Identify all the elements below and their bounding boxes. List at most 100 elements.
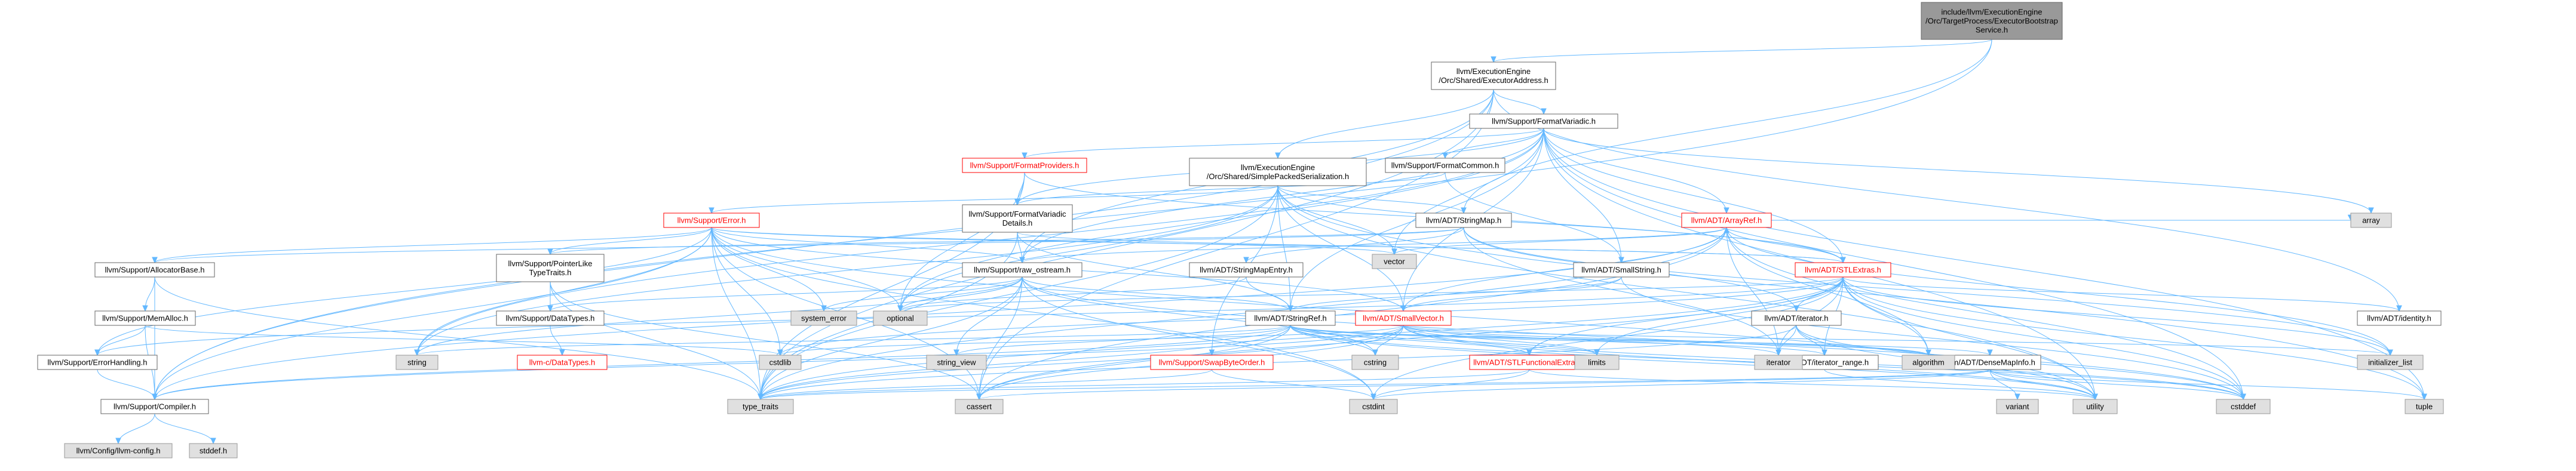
dependency-edge-ArrayRef-Compiler: [152, 227, 1727, 401]
node-label-line: vector: [1384, 257, 1405, 266]
node-box: [1372, 254, 1417, 269]
node-StringMapEntry[interactable]: llvm/ADT/StringMapEntry.h: [1189, 262, 1304, 278]
node-Error[interactable]: llvm/Support/Error.h: [663, 213, 760, 228]
node-label-line: llvm/ADT/StringRef.h: [1254, 314, 1326, 323]
node-MemAlloc[interactable]: llvm/Support/MemAlloc.h: [94, 310, 196, 326]
edge-line: [711, 227, 1374, 400]
node-FormatCommon[interactable]: llvm/Support/FormatCommon.h: [1385, 158, 1505, 173]
node-SmallString[interactable]: llvm/ADT/SmallString.h: [1573, 262, 1670, 278]
node-SwapByteOrder[interactable]: llvm/Support/SwapByteOrder.h: [1150, 355, 1274, 370]
node-label-line: llvm/ADT/SmallVector.h: [1363, 314, 1444, 323]
edge-arrowhead: [1724, 207, 1729, 214]
node-box: [1751, 310, 1842, 326]
dependency-edge-STLFunctionalExtras-utility: [1529, 369, 2098, 401]
edge-line: [1403, 325, 1779, 356]
node-identity[interactable]: llvm/ADT/identity.h: [2357, 310, 2442, 326]
node-StringRef[interactable]: llvm/ADT/StringRef.h: [1245, 310, 1336, 326]
node-STLExtras[interactable]: llvm/ADT/STLExtras.h: [1795, 262, 1891, 278]
dependency-edge-STLExtras-identity: [1842, 276, 2402, 312]
edge-arrowhead: [152, 257, 158, 264]
edge-arrowhead: [1019, 257, 1025, 264]
edge-line: [760, 89, 1494, 400]
node-box: [1189, 158, 1367, 186]
dependency-edge-ExecutorAddress-FormatVariadic: [1493, 89, 1547, 115]
dependency-edge-StringRef-string: [414, 325, 1291, 356]
edge-arrowhead: [1391, 248, 1397, 255]
node-raw_ostream[interactable]: llvm/Support/raw_ostream.h: [962, 262, 1082, 278]
dependency-edge-Error-PointerLikeTypeTraits: [547, 227, 712, 255]
node-STLFunctionalExtras[interactable]: llvm/ADT/STLFunctionalExtras.h: [1469, 355, 1590, 370]
dependency-edge-DenseMapInfo-type_traits: [758, 369, 1991, 401]
dependency-edge-root-ExecutorAddress: [1491, 39, 1992, 63]
node-limits: limits: [1574, 355, 1620, 370]
dependency-edge-StringRef-DenseMapInfo: [1290, 325, 1993, 356]
node-ErrorHandling[interactable]: llvm/Support/ErrorHandling.h: [37, 355, 158, 370]
node-box: [1902, 355, 1955, 370]
node-SimplePackedSerialization[interactable]: llvm/ExecutionEngine/Orc/Shared/SimplePa…: [1189, 158, 1367, 186]
edge-line: [1842, 276, 2425, 400]
edge-line: [711, 227, 1395, 255]
node-label-line: llvm/ExecutionEngine: [1456, 67, 1531, 76]
edge-line: [1726, 227, 2391, 356]
dependency-edge-Error-type_traits: [711, 227, 763, 401]
node-box: [1150, 355, 1274, 370]
edge-line: [1290, 276, 1622, 312]
edge-line: [1989, 369, 2425, 400]
node-box: [496, 254, 605, 282]
edge-line: [1246, 227, 1464, 263]
node-box: [1245, 310, 1336, 326]
edge-line: [416, 227, 712, 356]
edge-arrowhead: [1618, 257, 1624, 264]
node-ExecutorAddress[interactable]: llvm/ExecutionEngine/Orc/Shared/Executor…: [1431, 61, 1556, 90]
node-FormatProviders[interactable]: llvm/Support/FormatProviders.h: [962, 158, 1087, 173]
node-FormatVariadic[interactable]: llvm/Support/FormatVariadic.h: [1469, 113, 1618, 129]
node-StringMap[interactable]: llvm/ADT/StringMap.h: [1415, 213, 1512, 228]
node-label-line: llvm/ExecutionEngine: [1241, 163, 1315, 172]
edge-arrowhead: [2368, 207, 2374, 214]
edge-line: [760, 276, 1023, 400]
dependency-edge-Error-raw_ostream: [711, 227, 1025, 264]
node-Compiler[interactable]: llvm/Support/Compiler.h: [100, 399, 209, 414]
node-label-line: llvm/ADT/StringMapEntry.h: [1200, 266, 1293, 275]
dependency-edge-Error-system_error: [711, 227, 827, 312]
edge-line: [711, 227, 824, 312]
node-c_DataTypes[interactable]: llvm-c/DataTypes.h: [517, 355, 608, 370]
node-root[interactable]: include/llvm/ExecutionEngine/Orc/TargetP…: [1921, 2, 2063, 40]
edge-line: [1277, 89, 1494, 159]
dependency-edge-AllocatorBase-Compiler: [152, 277, 158, 401]
node-box: [955, 399, 1004, 414]
node-AllocatorBase[interactable]: llvm/Support/AllocatorBase.h: [94, 262, 215, 278]
dependency-edge-ADTiterator-iterator_range: [1796, 325, 1827, 356]
node-ADTiterator[interactable]: llvm/ADT/iterator.h: [1751, 310, 1842, 326]
node-algorithm: algorithm: [1902, 355, 1955, 370]
node-label-line: optional: [887, 314, 914, 323]
edge-arrowhead: [152, 393, 158, 401]
edge-line: [550, 281, 980, 400]
edge-arrowhead: [1275, 152, 1281, 159]
node-box: [2072, 399, 2118, 414]
dependency-edge-AllocatorBase-type_traits: [154, 276, 763, 401]
node-ArrayRef[interactable]: llvm/ADT/ArrayRef.h: [1681, 213, 1772, 228]
node-box: [496, 310, 605, 326]
edge-line: [1277, 185, 1844, 263]
edge-arrowhead: [115, 438, 121, 445]
node-DenseMapInfo[interactable]: llvm/ADT/DenseMapInfo.h: [1939, 355, 2041, 370]
edge-arrowhead: [547, 248, 553, 255]
edge-line: [1212, 369, 1374, 400]
dependency-edge-StringRef-string_view: [953, 325, 1291, 356]
node-array: array: [2350, 213, 2392, 228]
node-SmallVector[interactable]: llvm/ADT/SmallVector.h: [1355, 310, 1452, 326]
dependency-edge-ExecutorAddress-SimplePackedSerialization: [1275, 89, 1494, 159]
node-label-line: llvm-c/DataTypes.h: [529, 358, 596, 367]
edge-arrowhead: [547, 305, 553, 312]
node-variant: variant: [1996, 399, 2039, 414]
edge-line: [1543, 128, 2372, 214]
node-box: [2216, 399, 2271, 414]
edge-line: [1290, 325, 1991, 356]
node-label-line: /Orc/Shared/SimplePackedSerialization.h: [1207, 172, 1349, 181]
dependency-edge-raw_ostream-ArrayRef: [1022, 226, 1729, 263]
node-DataTypes[interactable]: llvm/Support/DataTypes.h: [496, 310, 605, 326]
edge-line: [1403, 325, 1929, 356]
